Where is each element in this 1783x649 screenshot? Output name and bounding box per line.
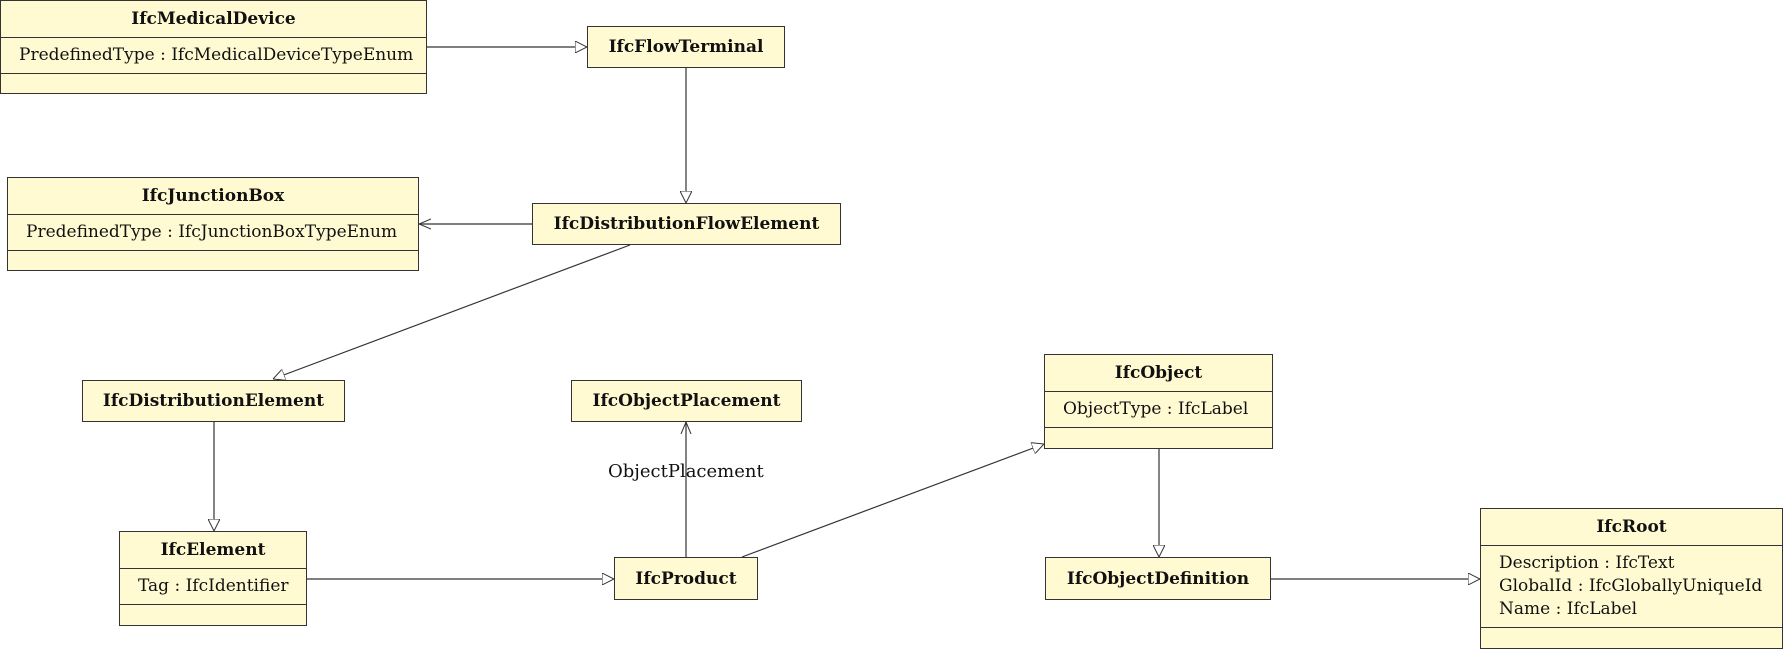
attribute-compartment: Tag : IfcIdentifier [120, 569, 306, 605]
attribute-compartment: Description : IfcText GlobalId : IfcGlob… [1481, 546, 1782, 628]
class-name: IfcDistributionFlowElement [553, 214, 820, 234]
class-ifcproduct[interactable]: IfcProduct [614, 557, 758, 600]
attribute: Description : IfcText [1499, 553, 1675, 573]
class-name: IfcObject [1045, 355, 1272, 392]
class-name: IfcElement [120, 532, 306, 569]
class-ifcobjectdefinition[interactable]: IfcObjectDefinition [1045, 557, 1271, 600]
operations-compartment [120, 605, 306, 623]
operations-compartment [8, 251, 418, 269]
operations-compartment [1, 74, 426, 92]
class-ifcjunctionbox[interactable]: IfcJunctionBox PredefinedType : IfcJunct… [7, 177, 419, 271]
attribute: Name : IfcLabel [1499, 599, 1638, 619]
class-ifcobjectplacement[interactable]: IfcObjectPlacement [571, 380, 802, 422]
class-name: IfcProduct [635, 568, 737, 589]
class-ifcflowterminal[interactable]: IfcFlowTerminal [587, 26, 785, 68]
attribute: PredefinedType : IfcJunctionBoxTypeEnum [26, 222, 398, 242]
class-ifcroot[interactable]: IfcRoot Description : IfcText GlobalId :… [1480, 508, 1783, 649]
class-name: IfcObjectDefinition [1066, 568, 1250, 589]
class-name: IfcMedicalDevice [1, 1, 426, 38]
association-label-objectplacement: ObjectPlacement [608, 461, 764, 482]
attribute: ObjectType : IfcLabel [1063, 399, 1249, 419]
class-ifcdistributionelement[interactable]: IfcDistributionElement [82, 380, 345, 422]
attribute-compartment: ObjectType : IfcLabel [1045, 392, 1272, 428]
operations-compartment [1045, 428, 1272, 446]
class-name: IfcObjectPlacement [592, 391, 781, 411]
attribute-compartment: PredefinedType : IfcJunctionBoxTypeEnum [8, 215, 418, 251]
class-name: IfcJunctionBox [8, 178, 418, 215]
attribute: Tag : IfcIdentifier [138, 576, 289, 596]
class-ifcobject[interactable]: IfcObject ObjectType : IfcLabel [1044, 354, 1273, 449]
class-ifcmedicaldevice[interactable]: IfcMedicalDevice PredefinedType : IfcMed… [0, 0, 427, 94]
class-name: IfcFlowTerminal [608, 37, 764, 57]
class-ifcdistributionflowelement[interactable]: IfcDistributionFlowElement [532, 203, 841, 245]
attribute: PredefinedType : IfcMedicalDeviceTypeEnu… [19, 45, 414, 65]
generalization-distributionflowelement-to-distributionelement [273, 244, 631, 379]
class-ifcelement[interactable]: IfcElement Tag : IfcIdentifier [119, 531, 307, 626]
attribute: GlobalId : IfcGloballyUniqueId [1499, 576, 1763, 596]
class-name: IfcDistributionElement [102, 391, 325, 411]
operations-compartment [1481, 628, 1782, 646]
class-name: IfcRoot [1481, 509, 1782, 546]
generalization-product-to-object [741, 444, 1044, 558]
attribute-compartment: PredefinedType : IfcMedicalDeviceTypeEnu… [1, 38, 426, 74]
